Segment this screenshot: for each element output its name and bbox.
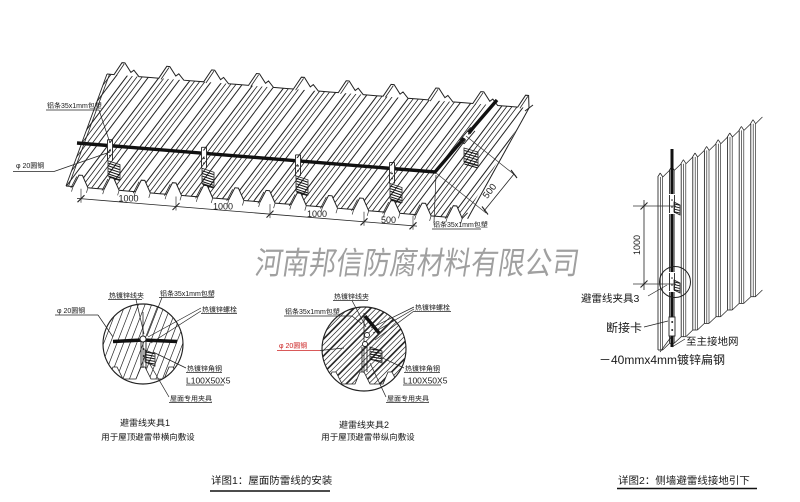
svg-text:35x1mm: 35x1mm [61,103,88,110]
svg-text:1000: 1000 [632,235,642,255]
svg-text:35x1mm: 35x1mm [447,222,474,229]
svg-text:40mmx4mm: 40mmx4mm [611,353,677,367]
svg-text:1000: 1000 [213,201,233,211]
svg-text:2: 2 [384,420,389,430]
svg-text:2: 2 [639,475,645,487]
svg-text:3: 3 [634,293,640,305]
svg-text:L100X50X5: L100X50X5 [403,376,448,386]
svg-text:1000: 1000 [119,194,139,204]
svg-text:φ 20: φ 20 [16,163,30,170]
svg-text:1: 1 [165,418,170,428]
svg-text:φ 20: φ 20 [57,308,71,315]
svg-text:1000: 1000 [307,209,327,219]
svg-text:500: 500 [381,215,396,225]
svg-text:35x1mm: 35x1mm [174,291,201,298]
svg-text:1: 1 [232,475,238,487]
svg-text:35x1mm: 35x1mm [299,309,326,316]
svg-text:φ 20: φ 20 [279,343,293,350]
svg-text:L100X50X5: L100X50X5 [186,376,231,386]
